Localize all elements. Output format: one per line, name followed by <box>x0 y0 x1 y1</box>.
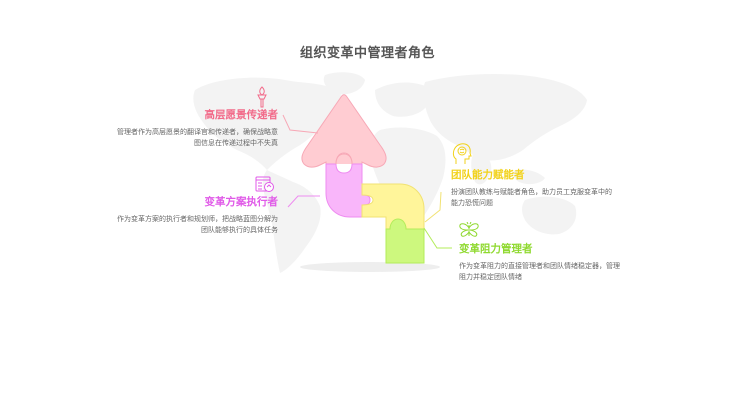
head-brain-icon <box>452 143 472 164</box>
puzzle-shadow <box>300 262 440 272</box>
role-desc-executor: 作为变革方案的执行者和规划师，把战略蓝图分解为 团队能够执行的具体任务 <box>117 215 278 234</box>
role-desc-enabler: 扮演团队教练与赋能者角色，助力员工克服变革中的 能力恐慌问题 <box>451 188 612 207</box>
role-block-vision: 高层愿景传递者 管理者作为高层愿景的翻译官和传递者，确保战略意 图信息在传递过程… <box>78 108 278 148</box>
role-block-enabler: 团队能力赋能者 扮演团队教练与赋能者角色，助力员工克服变革中的 能力恐慌问题 <box>451 168 651 208</box>
plan-document-icon <box>255 176 274 192</box>
puzzle-piece-green <box>385 218 425 264</box>
butterfly-icon <box>459 222 479 237</box>
puzzle-arrow-graphic <box>300 94 440 272</box>
torch-icon <box>257 86 267 108</box>
role-block-resistance: 变革阻力管理者 作为变革阻力的直接管理者和团队情绪稳定器，管理 阻力并稳定团队情… <box>459 242 659 282</box>
role-desc-resistance: 作为变革阻力的直接管理者和团队情绪稳定器，管理 阻力并稳定团队情绪 <box>459 262 620 281</box>
role-title-executor: 变革方案执行者 <box>204 196 279 208</box>
page-title: 组织变革中管理者角色 <box>299 46 435 61</box>
puzzle-piece-magenta <box>325 153 371 218</box>
role-title-enabler: 团队能力赋能者 <box>451 169 525 181</box>
role-block-executor: 变革方案执行者 作为变革方案的执行者和规划师，把战略蓝图分解为 团队能够执行的具… <box>78 195 278 235</box>
role-title-vision: 高层愿景传递者 <box>204 109 279 121</box>
role-desc-vision: 管理者作为高层愿景的翻译官和传递者，确保战略意 图信息在传递过程中不失真 <box>117 128 278 147</box>
role-title-resistance: 变革阻力管理者 <box>459 243 533 255</box>
